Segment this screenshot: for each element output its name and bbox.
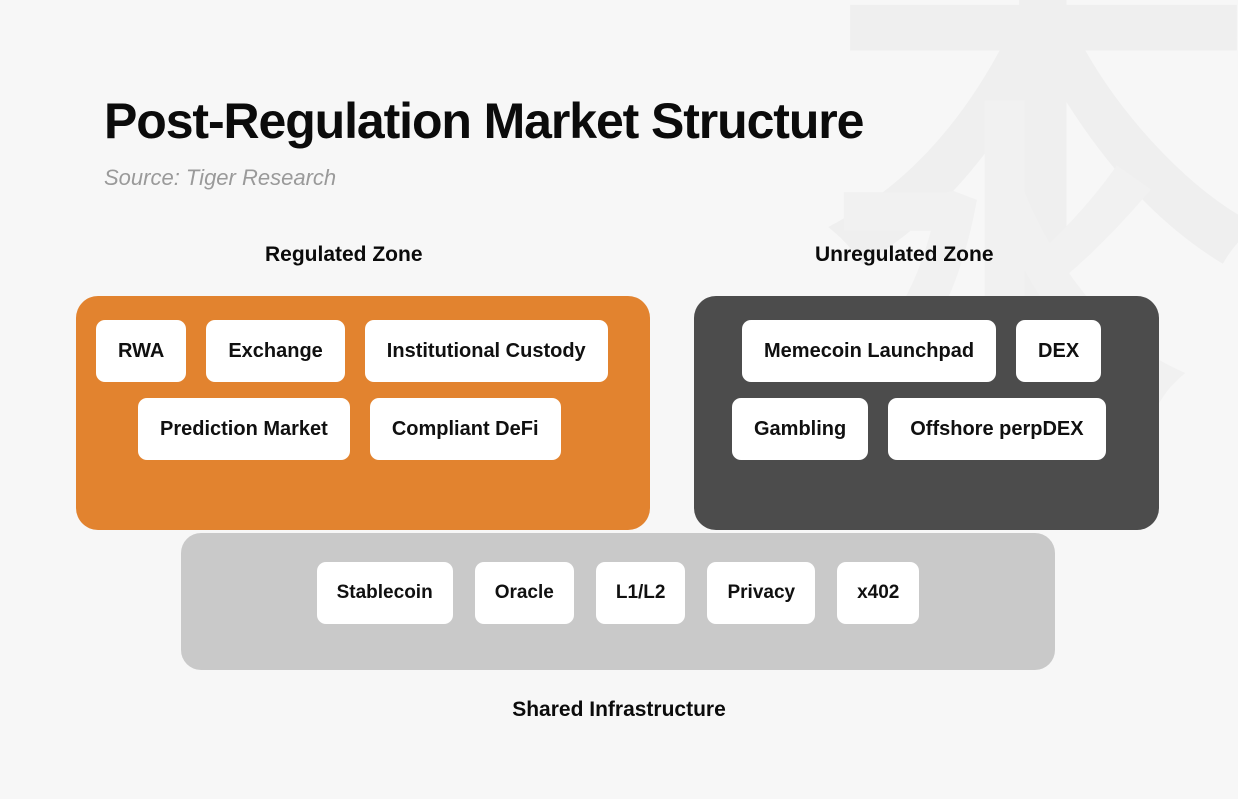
unregulated-zone-row-1: Memecoin Launchpad DEX [714, 320, 1139, 382]
unregulated-chip-offshore-perpdex[interactable]: Offshore perpDEX [888, 398, 1106, 460]
page-title: Post-Regulation Market Structure [104, 93, 864, 149]
regulated-zone-rows: RWA Exchange Institutional Custody Predi… [96, 320, 630, 506]
shared-infrastructure-caption: Shared Infrastructure [512, 698, 726, 721]
zone-label-unregulated: Unregulated Zone [815, 243, 994, 266]
regulated-chip-institutional-custody[interactable]: Institutional Custody [364, 320, 608, 382]
unregulated-chip-gambling[interactable]: Gambling [732, 398, 869, 460]
infra-chip-l1l2[interactable]: L1/L2 [595, 562, 686, 624]
regulated-chip-rwa[interactable]: RWA [96, 320, 187, 382]
unregulated-zone-panel: Memecoin Launchpad DEX Gambling Offshore… [694, 296, 1159, 530]
infra-chip-privacy[interactable]: Privacy [707, 562, 816, 624]
regulated-zone-row-1: RWA Exchange Institutional Custody [96, 320, 630, 382]
regulated-chip-exchange[interactable]: Exchange [206, 320, 345, 382]
infra-chip-stablecoin[interactable]: Stablecoin [316, 562, 453, 624]
source-attribution: Source: Tiger Research [104, 165, 337, 190]
unregulated-zone-row-2: Gambling Offshore perpDEX [714, 398, 1139, 460]
unregulated-chip-memecoin-launchpad[interactable]: Memecoin Launchpad [742, 320, 997, 382]
infra-chip-x402[interactable]: x402 [837, 562, 920, 624]
unregulated-zone-rows: Memecoin Launchpad DEX Gambling Offshore… [714, 320, 1139, 506]
regulated-chip-compliant-defi[interactable]: Compliant DeFi [369, 398, 561, 460]
regulated-zone-panel: RWA Exchange Institutional Custody Predi… [76, 296, 650, 530]
regulated-chip-prediction-market[interactable]: Prediction Market [138, 398, 350, 460]
regulated-zone-row-2: Prediction Market Compliant DeFi [96, 398, 630, 460]
shared-infrastructure-chip-list: Stablecoin Oracle L1/L2 Privacy x402 [181, 562, 1055, 624]
shared-infrastructure-band: Stablecoin Oracle L1/L2 Privacy x402 [181, 533, 1055, 670]
zone-label-regulated: Regulated Zone [265, 243, 423, 266]
unregulated-chip-dex[interactable]: DEX [1016, 320, 1102, 382]
infra-chip-oracle[interactable]: Oracle [474, 562, 574, 624]
